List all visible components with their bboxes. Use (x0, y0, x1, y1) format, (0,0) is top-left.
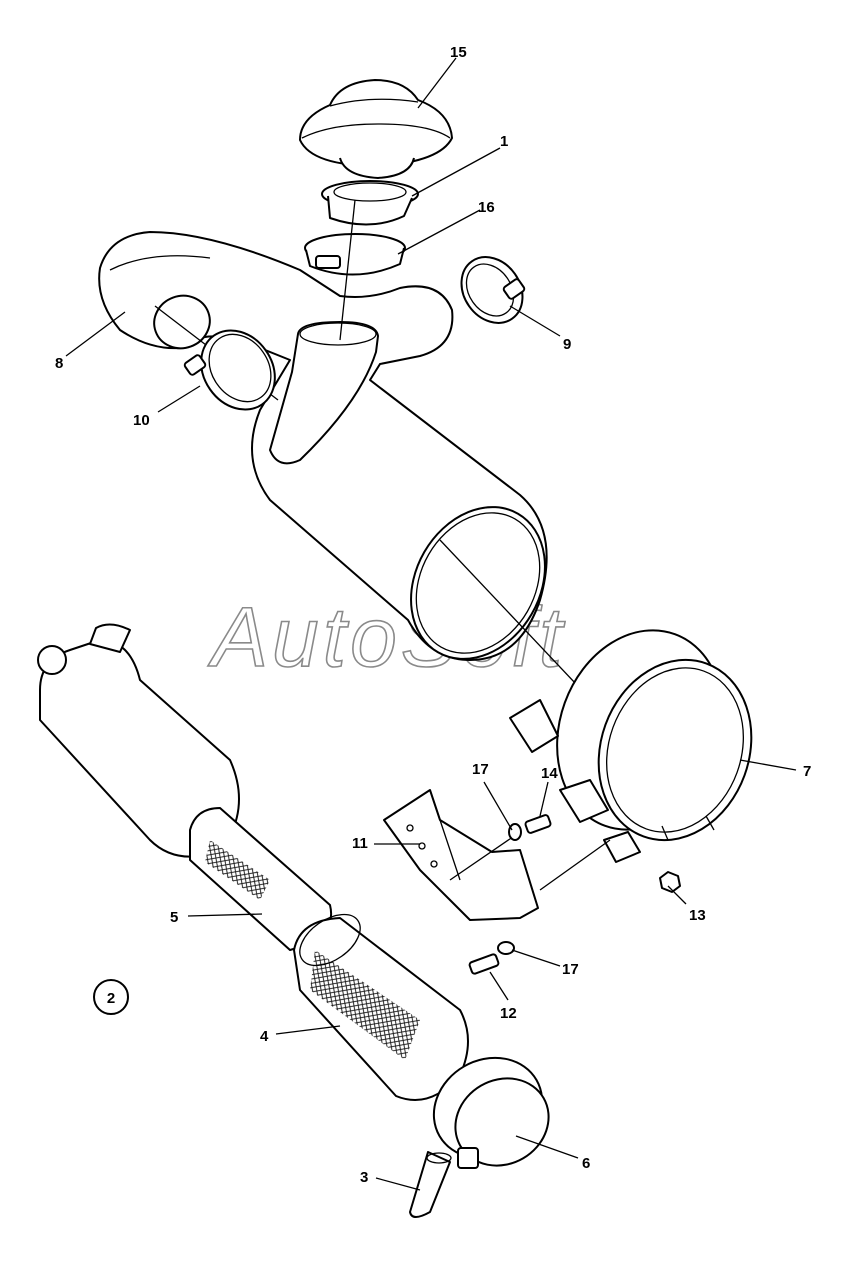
group-badge: 2 (93, 979, 129, 1015)
part-6-end-cap (432, 1056, 550, 1169)
callout-1: 1 (500, 133, 508, 150)
part-7-mounting-band (509, 629, 753, 863)
callout-6: 6 (582, 1155, 590, 1172)
callout-12: 12 (500, 1005, 517, 1022)
part-filter-body (37, 623, 240, 858)
part-13-nut (659, 871, 681, 893)
callout-16: 16 (478, 199, 495, 216)
part-9-hose-clamp (460, 256, 526, 324)
callout-9: 9 (563, 336, 571, 353)
callout-15: 15 (450, 44, 467, 61)
leader-lines (65, 57, 797, 1191)
callout-10: 10 (133, 412, 150, 429)
part-15-cap (299, 79, 453, 179)
callout-13: 13 (689, 907, 706, 924)
part-1-ring (321, 180, 419, 226)
part-3-drain-valve (409, 1151, 452, 1218)
part-14-bolt (524, 814, 552, 834)
callout-3: 3 (360, 1169, 368, 1186)
part-11-bracket (383, 789, 611, 921)
part-4-filter-element (293, 913, 469, 1101)
part-10-hose-clamp (183, 329, 276, 411)
part-17-washer-lower (497, 941, 515, 955)
part-8-intake-pipe (98, 199, 611, 721)
callout-14: 14 (541, 765, 558, 782)
callout-5: 5 (170, 909, 178, 926)
callout-labels: 15 1 16 8 10 9 7 17 14 11 13 5 17 12 4 6… (55, 44, 811, 1186)
group-badge-label: 2 (107, 990, 115, 1007)
callout-17-upper: 17 (472, 761, 489, 778)
callout-7: 7 (803, 763, 811, 780)
part-16-clamp (304, 233, 406, 276)
callout-11: 11 (352, 835, 368, 852)
part-12-bolt (468, 953, 500, 975)
callout-8: 8 (55, 355, 63, 372)
callout-4: 4 (260, 1028, 269, 1045)
part-17-washer-upper (508, 823, 522, 841)
callout-17-lower: 17 (562, 961, 579, 978)
